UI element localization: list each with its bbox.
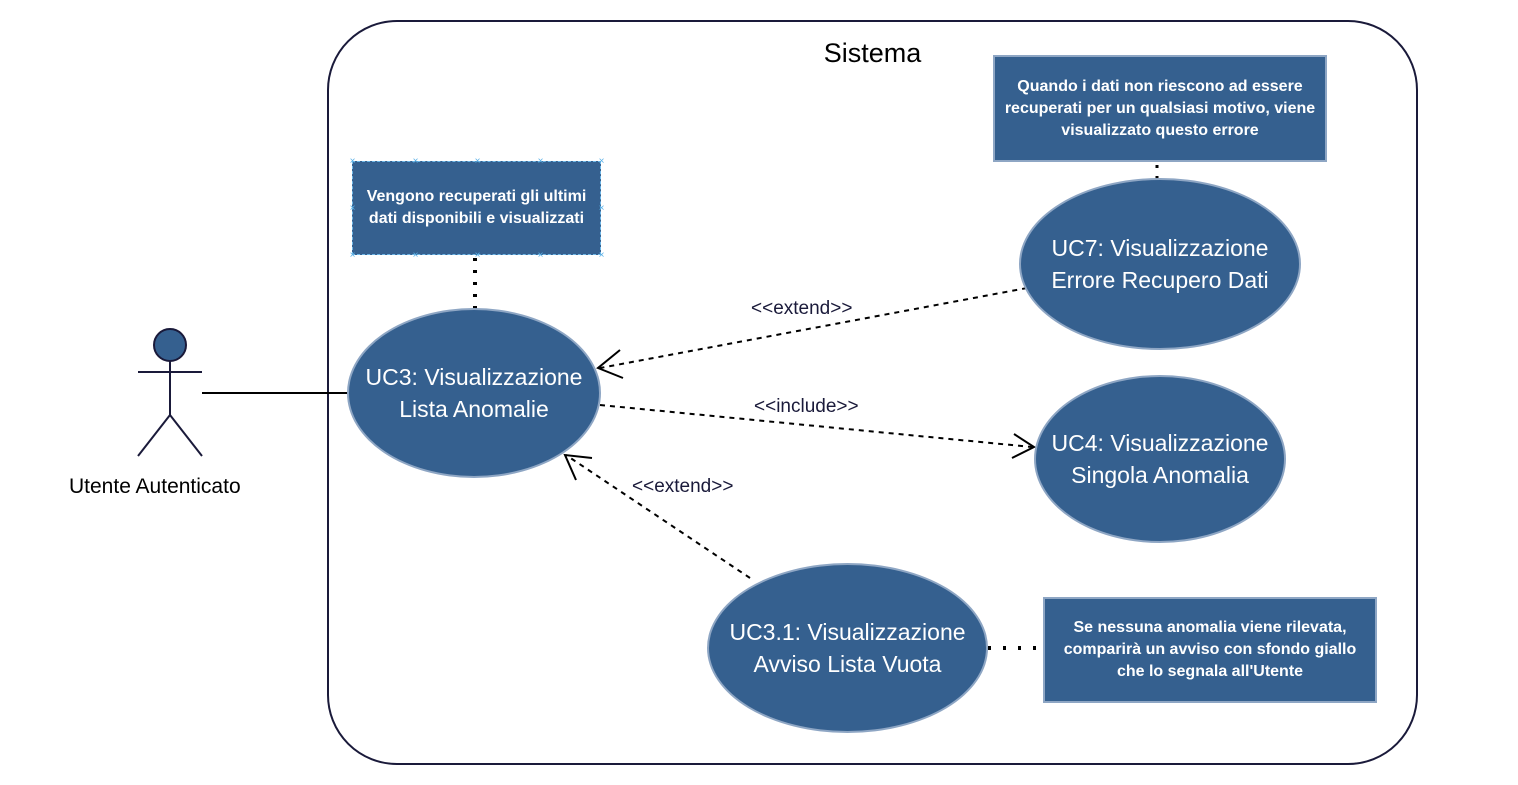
note-uc7-text: Quando i dati non riescono ad essere rec… bbox=[1004, 77, 1316, 139]
selection-handle[interactable]: × bbox=[412, 156, 419, 167]
selection-handle[interactable]: × bbox=[474, 156, 481, 167]
use-case-uc7-line1: UC7: Visualizzazione bbox=[1051, 235, 1269, 261]
use-case-uc31-line2: Avviso Lista Vuota bbox=[753, 651, 942, 677]
use-case-uc7-line2: Errore Recupero Dati bbox=[1051, 267, 1269, 293]
extend-label-uc7: <<extend>> bbox=[751, 298, 853, 319]
selection-handle[interactable]: × bbox=[598, 156, 605, 167]
selection-handle[interactable]: × bbox=[537, 250, 544, 261]
use-case-uc31-line1: UC3.1: Visualizzazione bbox=[729, 619, 966, 645]
note-uc31[interactable]: Se nessuna anomalia viene rilevata, comp… bbox=[1043, 597, 1377, 703]
note-uc3-text: Vengono recuperati gli ultimi dati dispo… bbox=[366, 188, 587, 227]
include-label-uc4: <<include>> bbox=[754, 396, 859, 417]
extend-arrowhead-uc7 bbox=[596, 349, 624, 379]
selection-handle[interactable]: × bbox=[537, 156, 544, 167]
selection-handle[interactable]: × bbox=[474, 250, 481, 261]
note-uc31-text: Se nessuna anomalia viene rilevata, comp… bbox=[1063, 619, 1357, 680]
selection-handle[interactable]: × bbox=[349, 156, 356, 167]
selection-handle[interactable]: × bbox=[349, 250, 356, 261]
extend-arrow-uc7[interactable] bbox=[599, 287, 1028, 369]
extend-arrowhead-uc31 bbox=[563, 453, 593, 481]
selection-handle[interactable]: × bbox=[412, 250, 419, 261]
selection-handle[interactable]: × bbox=[349, 203, 356, 214]
note-uc3[interactable]: Vengono recuperati gli ultimi dati dispo… bbox=[352, 161, 601, 255]
selection-handle[interactable]: × bbox=[598, 203, 605, 214]
extend-label-uc31: <<extend>> bbox=[632, 476, 734, 497]
use-case-uc3-line1: UC3: Visualizzazione bbox=[365, 364, 583, 390]
use-case-uc3-line2: Lista Anomalie bbox=[399, 396, 549, 422]
include-arrow-uc4[interactable] bbox=[599, 404, 1033, 448]
actor-label: Utente Autenticato bbox=[69, 475, 241, 498]
system-title: Sistema bbox=[823, 38, 922, 68]
use-case-uc4-line1: UC4: Visualizzazione bbox=[1051, 430, 1269, 456]
include-arrowhead-uc4 bbox=[1011, 433, 1037, 459]
extend-arrow-uc31[interactable] bbox=[565, 454, 751, 579]
actor-figure[interactable] bbox=[137, 328, 203, 457]
use-case-uc4-line2: Singola Anomalia bbox=[1071, 462, 1249, 488]
note-uc7[interactable]: Quando i dati non riescono ad essere rec… bbox=[993, 55, 1327, 162]
selection-handle[interactable]: × bbox=[598, 250, 605, 261]
